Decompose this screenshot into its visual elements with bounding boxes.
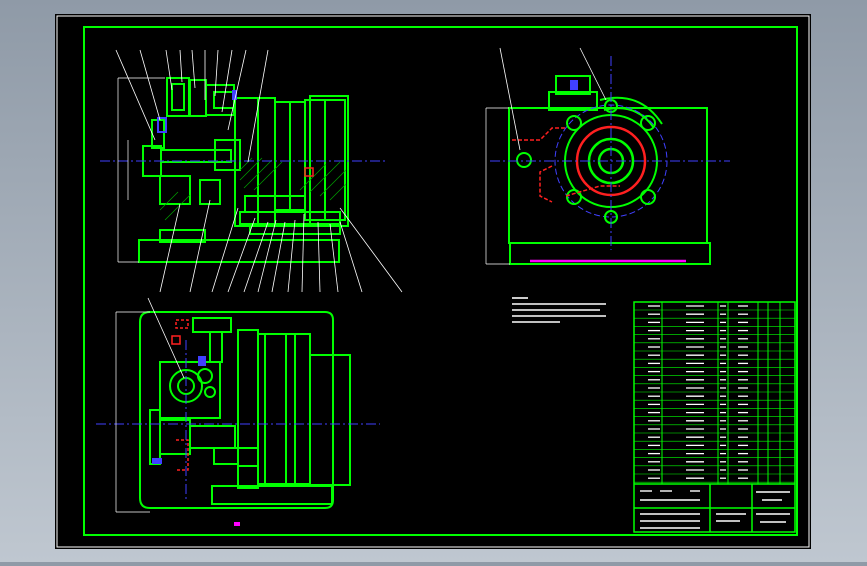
sheet-outer-border: [56, 15, 810, 548]
parts-list-table: [633, 301, 796, 533]
front-view-leaders-bottom: [159, 199, 403, 293]
front-view-red-mark: [304, 167, 314, 177]
technical-notes: [512, 297, 606, 323]
drawing-sheet: [55, 14, 811, 549]
front-view-section-hatch: [159, 157, 347, 221]
title-block-text: [640, 490, 790, 529]
parts-list-rows: [634, 305, 795, 483]
front-view-blue-bolt: [157, 117, 167, 133]
top-view-accents: [96, 297, 380, 526]
front-view-blue-bolt: [232, 90, 237, 100]
front-view-leaders-top: [115, 49, 269, 163]
side-view: [485, 47, 730, 265]
front-view-dimensions: [117, 77, 165, 263]
drawing-frame: [83, 26, 798, 536]
